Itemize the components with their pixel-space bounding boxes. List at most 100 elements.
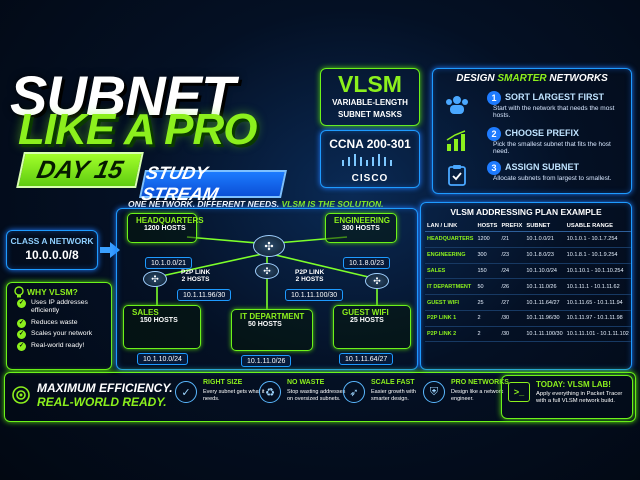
table-cell: 10.1.0.0/21 (524, 231, 565, 248)
why-item: Scales your network (17, 330, 105, 340)
table-cell: 2 (475, 310, 500, 327)
addressing-plan-table: VLSM ADDRESSING PLAN EXAMPLE LAN / LINK … (420, 202, 632, 370)
check-icon: ✓ (175, 381, 197, 403)
lab-callout: >_ TODAY: VLSM LAB! Apply everything in … (501, 375, 633, 419)
design-heading: DESIGN SMARTER NETWORKS (456, 73, 608, 84)
table-cell: /27 (499, 294, 525, 311)
subnet-headquarters: 10.1.0.0/21 (145, 257, 193, 269)
table-cell: 10.1.11.64/27 (524, 294, 565, 311)
network-diagram: HEADQUARTERS 1200 HOSTS 10.1.0.0/21 ENGI… (116, 208, 418, 370)
table-cell: 10.1.0.1 - 10.1.7.254 (564, 231, 631, 248)
clipboard-check-icon (443, 161, 471, 189)
design-step-3: 3 ASSIGN SUBNET Allocate subnets from la… (443, 159, 625, 193)
design-step-1: 1 SORT LARGEST FIRST Start with the netw… (443, 89, 625, 123)
rocket-icon: ➶ (343, 381, 365, 403)
table-cell: /30 (499, 310, 525, 327)
subnet-it: 10.1.11.0/26 (241, 355, 292, 367)
step-title: CHOOSE PREFIX (505, 128, 580, 138)
vlsm-title: VLSM (338, 71, 402, 97)
step-desc: Pick the smallest subnet that fits the h… (493, 141, 611, 156)
table-cell: 10.1.11.97 - 10.1.11.98 (564, 310, 631, 327)
table-cell: 10.1.11.0/26 (524, 278, 565, 296)
table-cell: SALES (425, 263, 476, 280)
title-line-1: SUBNET (10, 64, 235, 127)
network-links (156, 236, 378, 309)
class-a-label: CLASS A NETWORK (10, 236, 94, 246)
tagline: ONE NETWORK. DIFFERENT NEEDS. VLSM IS TH… (128, 199, 384, 209)
table-cell: IT DEPARTMENT (425, 278, 476, 296)
why-item: Real-world ready! (17, 342, 105, 352)
step-title: ASSIGN SUBNET (505, 162, 580, 172)
table-cell: 10.1.10.0/24 (524, 263, 565, 280)
title-line-2: LIKE A PRO (18, 105, 258, 154)
design-panel: DESIGN SMARTER NETWORKS 1 SORT LARGEST F… (432, 68, 632, 194)
table-cell: ENGINEERING (425, 247, 476, 264)
vlsm-subtitle-1: VARIABLE-LENGTH (332, 98, 408, 107)
column-header: HOSTS (475, 221, 500, 232)
table-cell: 10.1.11.100/30 (524, 326, 565, 343)
site-sales: SALES 150 HOSTS (123, 305, 201, 349)
arrow-right-icon (100, 242, 120, 258)
column-header: USABLE RANGE (564, 221, 631, 232)
table-cell: 10.1.11.96/30 (524, 310, 565, 327)
vlsm-card: VLSM VARIABLE-LENGTH SUBNET MASKS (320, 68, 420, 126)
table-cell: HEADQUARTERS (425, 231, 476, 248)
table-cell: 150 (475, 263, 500, 280)
table-cell: GUEST WIFI (425, 294, 476, 311)
cisco-wordmark: CISCO (351, 173, 389, 184)
step-title: SORT LARGEST FIRST (505, 92, 604, 102)
table-heading: VLSM ADDRESSING PLAN EXAMPLE (450, 207, 602, 217)
table-header-row: LAN / LINK HOSTS PREFIX SUBNET USABLE RA… (425, 221, 631, 232)
bottom-slogan: MAXIMUM EFFICIENCY. REAL-WORLD READY. (37, 381, 173, 409)
why-vlsm-card: WHY VLSM? Uses IP addresses efficiently … (6, 282, 112, 370)
table-cell: /21 (499, 231, 525, 248)
users-icon (443, 91, 471, 119)
table-cell: /24 (499, 263, 525, 280)
table-cell: 300 (475, 247, 500, 264)
vlsm-table: LAN / LINK HOSTS PREFIX SUBNET USABLE RA… (425, 221, 631, 343)
table-cell: 10.1.8.0/23 (524, 247, 565, 264)
subnet-guest-wifi: 10.1.11.64/27 (339, 353, 394, 365)
target-icon (12, 386, 30, 404)
subnet-p2p-1: 10.1.11.96/30 (177, 289, 232, 301)
column-header: PREFIX (499, 221, 525, 232)
why-heading: WHY VLSM? (27, 287, 78, 297)
table-cell: 50 (475, 278, 500, 296)
table-cell: 10.1.11.65 - 10.1.11.94 (564, 294, 631, 311)
table-cell: 25 (475, 294, 500, 311)
router-icon: ✣ (365, 273, 389, 289)
subnet-sales: 10.1.10.0/24 (137, 353, 188, 365)
recycle-icon: ♻ (259, 381, 281, 403)
site-it-department: IT DEPARTMENT 50 HOSTS (231, 309, 313, 351)
terminal-icon: >_ (508, 382, 530, 402)
subnet-p2p-2: 10.1.11.100/30 (285, 289, 344, 301)
stream-badge: STUDY STREAM (139, 163, 287, 204)
ccna-label: CCNA 200-301 (329, 137, 411, 151)
table-cell: 10.1.11.101 - 10.1.11.102 (564, 326, 631, 343)
ccna-card: CCNA 200-301 CISCO (320, 130, 420, 188)
table-cell: /23 (499, 247, 525, 264)
column-header: LAN / LINK (425, 221, 476, 232)
router-icon: ✣ (143, 271, 167, 287)
core-router-icon: ✣ (253, 235, 285, 257)
step-desc: Allocate subnets from largest to smalles… (493, 175, 612, 182)
table-cell: 10.1.11.1 - 10.1.11.62 (564, 278, 631, 296)
table-cell: 1200 (475, 231, 500, 248)
why-item: Reduces waste (17, 318, 105, 328)
table-cell: P2P LINK 2 (425, 326, 476, 343)
step-desc: Start with the network that needs the mo… (493, 105, 615, 120)
lightbulb-icon (14, 286, 24, 298)
design-step-2: 2 CHOOSE PREFIX Pick the smallest subnet… (443, 125, 625, 159)
table-cell: P2P LINK 1 (425, 310, 476, 327)
table-cell: 10.1.8.1 - 10.1.9.254 (564, 247, 631, 264)
column-header: SUBNET (524, 221, 565, 232)
